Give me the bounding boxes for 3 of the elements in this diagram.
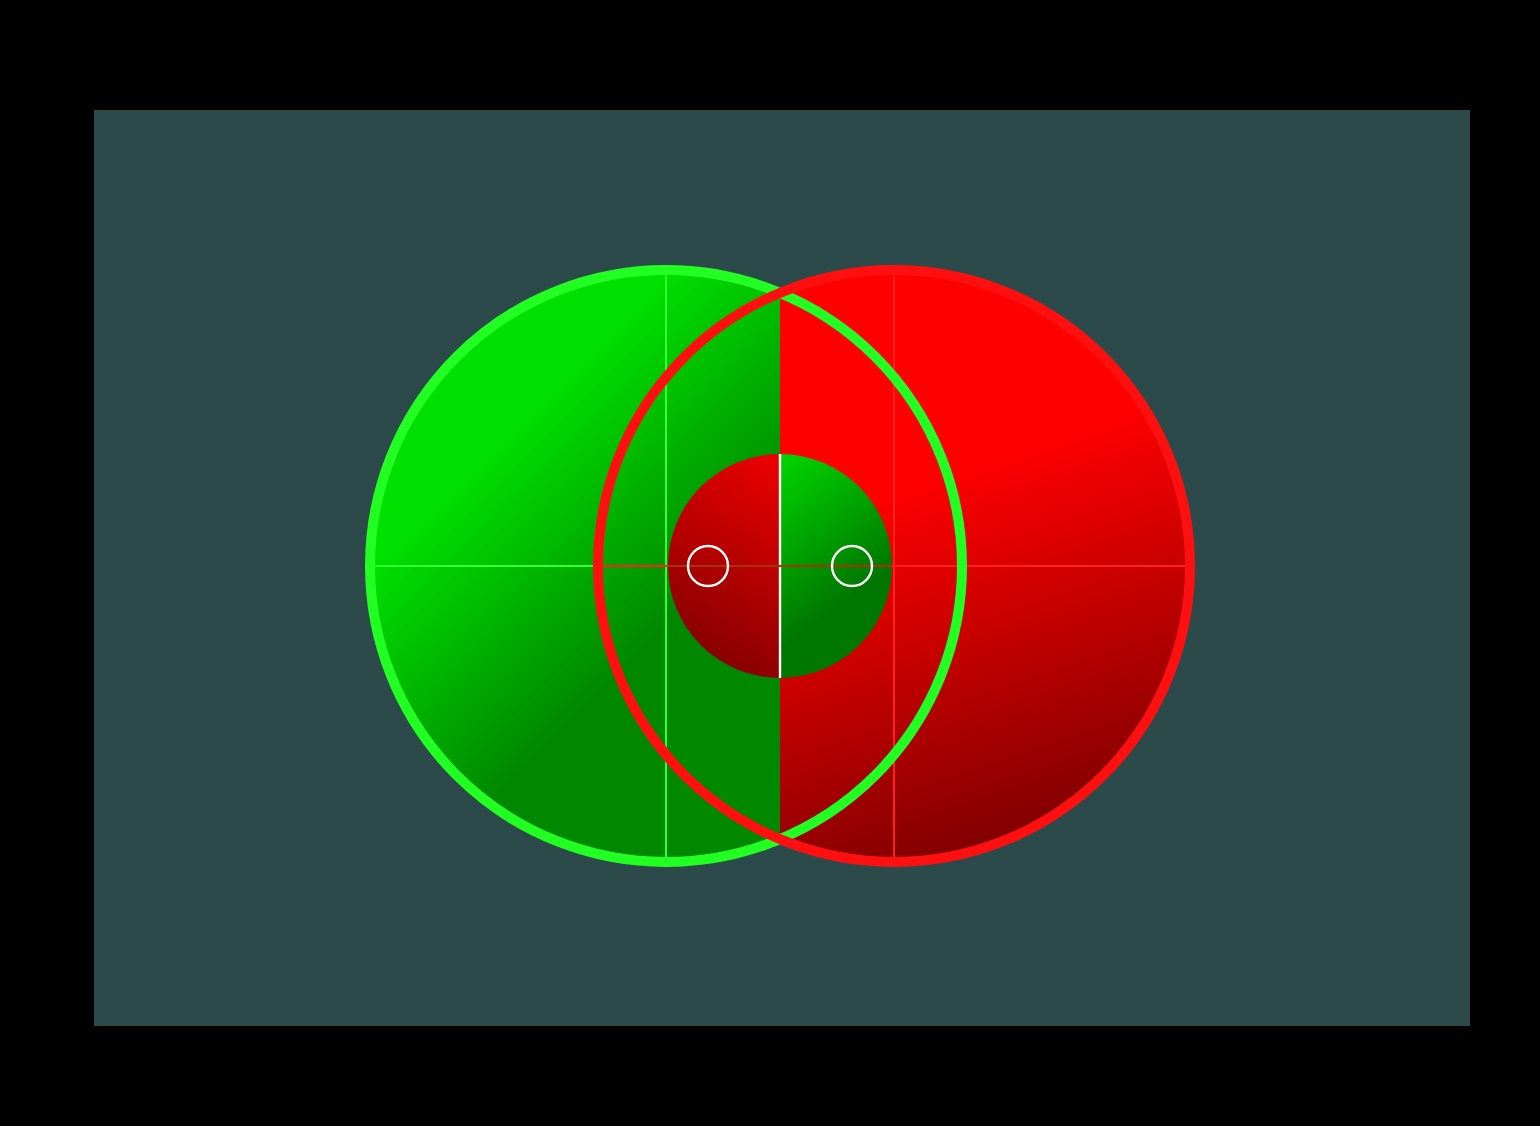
small-ring <box>686 544 730 588</box>
small-ring <box>830 544 874 588</box>
center-circle <box>667 454 893 678</box>
